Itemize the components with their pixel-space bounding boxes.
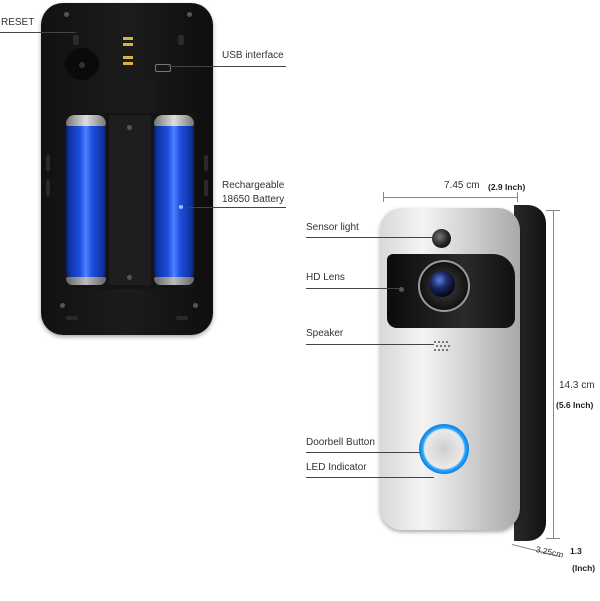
label-speaker: Speaker [306,328,344,339]
dim-width-tick [383,192,384,202]
bottom-bracket [114,292,142,328]
screw-icon [60,303,65,308]
battery-divider [109,115,151,285]
screw-icon [187,12,192,17]
leader-led [306,477,434,478]
side-hole [178,35,184,45]
pin-contact [123,43,133,46]
leader-doorbell [306,452,420,453]
label-hd-lens: HD Lens [306,272,345,283]
battery-cell-left [66,115,106,285]
ir-dot [399,287,404,292]
leader-battery [182,207,286,208]
dim-height-tick [546,210,560,211]
dim-depth-cm: 3.25cm [534,544,565,560]
label-reset: RESET [1,17,35,28]
dim-width-cm: 7.45 cm [444,180,480,191]
side-slot [204,180,208,196]
label-battery-line1: Rechargeable [222,180,285,191]
screw-icon [127,125,132,130]
hd-lens [429,271,455,297]
screw-icon [193,303,198,308]
leader-sensor [306,237,434,238]
dim-height-in: (5.6 Inch) [556,400,594,410]
battery-cell-right [154,115,194,285]
dim-height-line [553,210,554,538]
dim-width-tick [517,192,518,202]
lens-housing [418,260,470,312]
label-usb: USB interface [222,50,284,61]
leader-speaker [306,344,434,345]
speaker-grille [434,341,454,353]
label-sensor-light: Sensor light [306,222,359,233]
dim-width-in: (2.9 Inch) [488,182,526,192]
side-slot [204,155,208,171]
dim-depth-in-value: 1.3 [570,546,582,556]
leader-usb [168,66,286,67]
dim-height-cm: 14.3 cm [559,380,595,391]
reset-hole [73,35,79,45]
side-slot [46,180,50,196]
dim-width-line [383,197,517,198]
bottom-slot [66,316,78,320]
label-battery-line2: 18650 Battery [222,194,285,205]
screw-icon [64,12,69,17]
leader-lens [306,288,400,289]
battery-latch [107,83,153,113]
dim-height-tick [546,538,560,539]
sensor-light [432,229,451,248]
usb-port [155,64,171,72]
screw-icon [79,62,85,68]
side-slot [46,155,50,171]
bottom-slot [176,316,188,320]
dim-depth-in-unit: (Inch) [572,563,596,573]
screw-icon [127,275,132,280]
pin-contact [123,56,133,59]
label-doorbell-button: Doorbell Button [306,437,375,448]
pin-contact [123,37,133,40]
leader-reset [0,32,76,33]
label-led-indicator: LED Indicator [306,462,367,473]
battery-marker [179,205,183,209]
pin-contact [123,62,133,65]
doorbell-button [419,424,469,474]
